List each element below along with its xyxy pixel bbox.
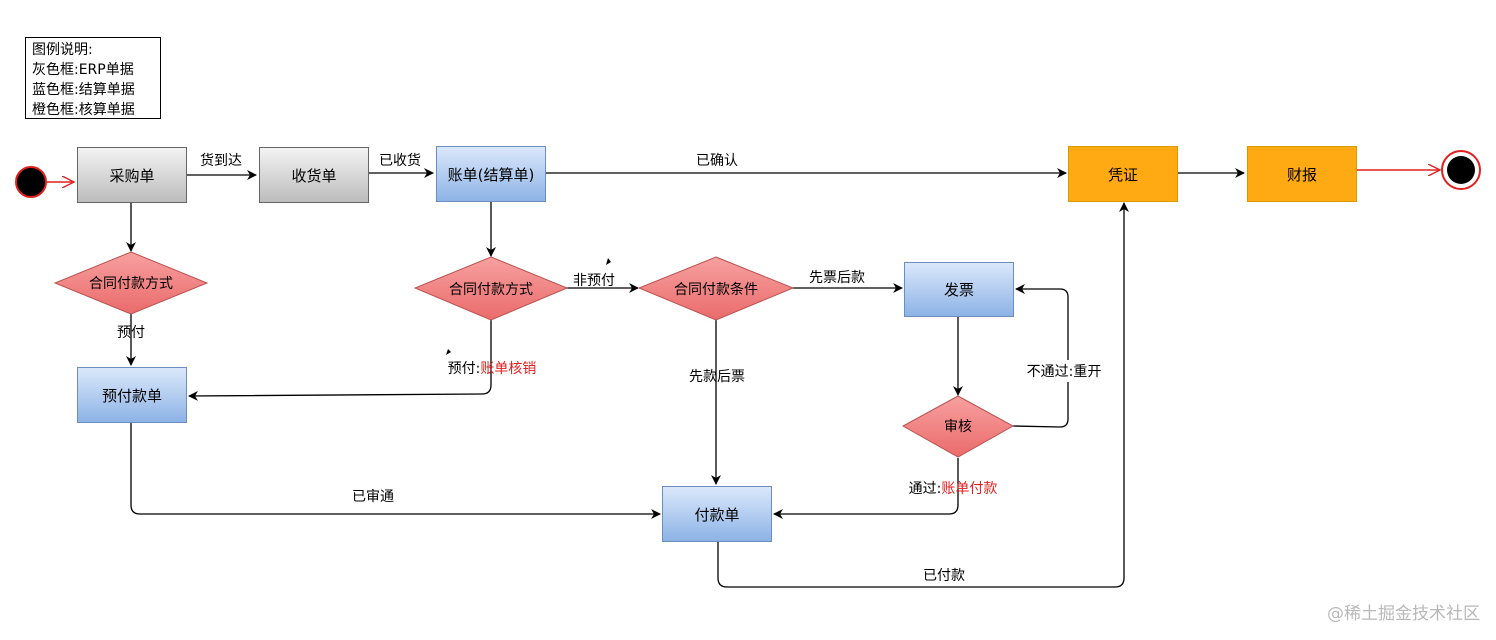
node-report: 财报: [1247, 146, 1357, 202]
decision-label-audit: 审核: [944, 419, 972, 435]
decision-label-contract-pay-cond: 合同付款条件: [674, 282, 758, 298]
decision-contract-pay-1: [53, 251, 209, 315]
legend-gray: 灰色框:ERP单据: [32, 62, 134, 78]
legend-orange: 橙色框:核算单据: [32, 102, 135, 118]
decision-contract-pay-2: [413, 256, 569, 321]
node-bill: 账单(结算单): [436, 146, 546, 202]
edge-label-pass-highlight: 账单付款: [941, 481, 998, 497]
node-payment-order: 付款单: [662, 486, 772, 542]
edge-label-confirmed: 已确认: [696, 153, 738, 169]
edge-label-pass: 通过:账单付款: [909, 478, 998, 498]
node-voucher: 凭证: [1068, 146, 1178, 202]
node-invoice: 发票: [904, 262, 1014, 317]
stray-mark: [606, 258, 611, 265]
node-receipt: 收货单: [259, 147, 369, 203]
edge-label-invoice-first: 先票后款: [809, 270, 865, 286]
legend-blue: 蓝色框:结算单据: [32, 82, 135, 98]
edge-audit-payment: [773, 458, 959, 519]
edge-label-prepay: 预付: [117, 325, 145, 341]
edge-audit-invoice-reject: [1012, 284, 1069, 428]
watermark: @稀土掘金技术社区: [1327, 604, 1480, 624]
edge-label-pay-first: 先款后票: [689, 369, 745, 385]
decision-audit: [901, 395, 1015, 458]
decision-label-contract-pay-2: 合同付款方式: [449, 282, 533, 298]
edge-payment-voucher: [717, 202, 1129, 588]
edge-label-non-prepay: 非预付: [573, 273, 615, 289]
edge-diamond-prepayorder: [188, 320, 492, 401]
edge-label-received: 已收货: [379, 153, 421, 169]
start-event: [15, 166, 47, 198]
legend-title: 图例说明:: [32, 42, 93, 58]
legend-box: 图例说明: 灰色框:ERP单据 蓝色框:结算单据 橙色框:核算单据: [25, 37, 161, 119]
edge-label-prepay-writeoff-highlight: 账单核销: [480, 361, 537, 377]
edge-label-reject: 不通过:重开: [1024, 360, 1104, 382]
edge-label-paid: 已付款: [923, 568, 965, 584]
end-event: [1441, 150, 1481, 190]
node-purchase-order: 采购单: [77, 147, 187, 203]
edge-label-pass-prefix: 通过:: [908, 481, 942, 497]
edge-label-prepay-writeoff-prefix: 预付:: [447, 361, 481, 377]
edge-prepay-payment: [130, 423, 661, 519]
decision-label-contract-pay-1: 合同付款方式: [89, 276, 173, 292]
edge-label-arrived: 货到达: [200, 153, 242, 169]
edge-label-prepay-writeoff: 预付:账单核销: [448, 358, 537, 378]
node-prepay-order: 预付款单: [77, 367, 187, 423]
stray-mark: [446, 349, 451, 355]
decision-contract-pay-cond: [637, 256, 795, 321]
edge-label-approved: 已审通: [352, 489, 394, 505]
